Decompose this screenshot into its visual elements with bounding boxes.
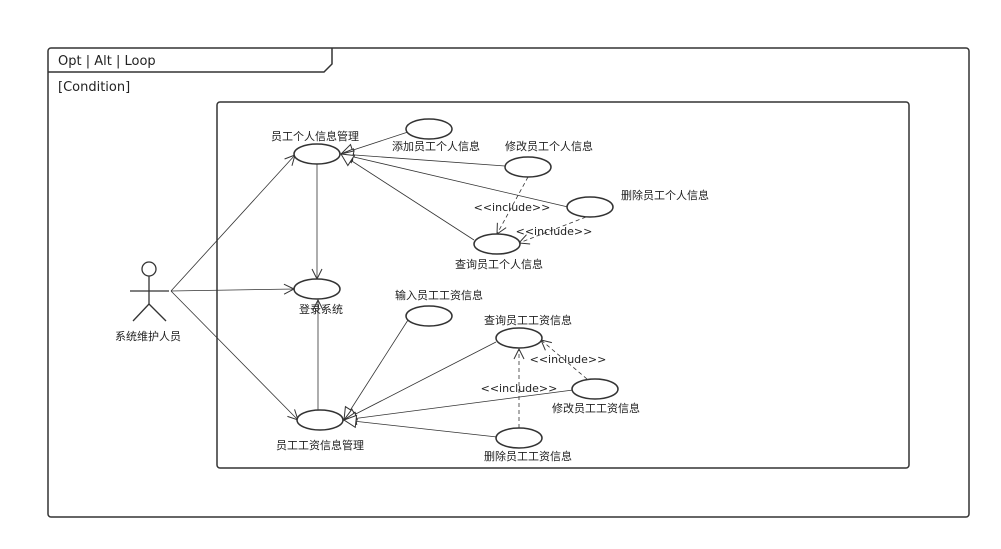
use-case-personal-info-management[interactable] xyxy=(293,143,341,165)
use-cases xyxy=(293,118,619,449)
include-dependency-line xyxy=(541,340,588,380)
generalization-line xyxy=(344,389,574,420)
generalization-line xyxy=(341,154,569,208)
generalization-line xyxy=(344,420,498,438)
fragment-guard-condition: [Condition] xyxy=(58,80,130,95)
use-case-delete-salary-info[interactable] xyxy=(495,427,543,449)
system-boundary xyxy=(216,101,910,469)
edit-salary-info-label: 修改员工工资信息 xyxy=(552,401,640,415)
use-case-input-salary-info[interactable] xyxy=(405,305,453,327)
include-label: <<include>> xyxy=(481,382,558,395)
use-case-salary-info-management[interactable] xyxy=(296,409,344,431)
salary-info-management-label: 员工工资信息管理 xyxy=(276,438,364,452)
combined-fragment-frame: Opt | Alt | Loop [Condition] xyxy=(47,47,970,518)
include-dependencies xyxy=(497,176,588,428)
actor-associations xyxy=(170,155,298,420)
actor-name-label: 系统维护人员 xyxy=(115,329,181,343)
actor-icon xyxy=(130,261,169,322)
include-label: <<include>> xyxy=(530,353,607,366)
query-personal-info-label: 查询员工个人信息 xyxy=(455,257,543,271)
fragment-operator-label: Opt | Alt | Loop xyxy=(58,54,156,69)
include-dependency-line xyxy=(497,176,529,234)
include-label: <<include>> xyxy=(474,201,551,214)
personal-info-management-label: 员工个人信息管理 xyxy=(271,129,359,143)
login-label: 登录系统 xyxy=(299,302,343,316)
use-case-edit-salary-info[interactable] xyxy=(571,378,619,400)
generalization-line xyxy=(344,341,497,420)
association-line xyxy=(170,290,298,420)
include-dependency-line xyxy=(519,216,587,243)
generalization-line xyxy=(344,319,409,420)
use-case-login[interactable] xyxy=(293,278,341,300)
include-label: <<include>> xyxy=(516,225,593,238)
delete-salary-info-label: 删除员工工资信息 xyxy=(484,449,572,463)
use-case-relations xyxy=(317,131,574,438)
include-labels: <<include>> <<include>> <<include>> <<in… xyxy=(474,201,607,395)
edit-personal-info-label: 修改员工个人信息 xyxy=(505,139,593,153)
use-case-add-personal-info[interactable] xyxy=(405,118,453,140)
add-personal-info-label: 添加员工个人信息 xyxy=(392,139,480,153)
association-line xyxy=(170,155,295,292)
use-case-edit-personal-info[interactable] xyxy=(504,156,552,178)
use-case-labels: 员工个人信息管理 添加员工个人信息 修改员工个人信息 删除员工个人信息 查询员工… xyxy=(271,129,709,463)
generalization-line xyxy=(341,154,506,167)
association-line xyxy=(170,289,294,291)
delete-personal-info-label: 删除员工个人信息 xyxy=(621,188,709,202)
use-case-query-personal-info[interactable] xyxy=(473,233,521,255)
query-salary-info-label: 查询员工工资信息 xyxy=(484,313,572,327)
generalization-line xyxy=(341,154,475,241)
input-salary-info-label: 输入员工工资信息 xyxy=(395,288,483,302)
use-case-query-salary-info[interactable] xyxy=(495,327,543,349)
use-case-delete-personal-info[interactable] xyxy=(566,196,614,218)
